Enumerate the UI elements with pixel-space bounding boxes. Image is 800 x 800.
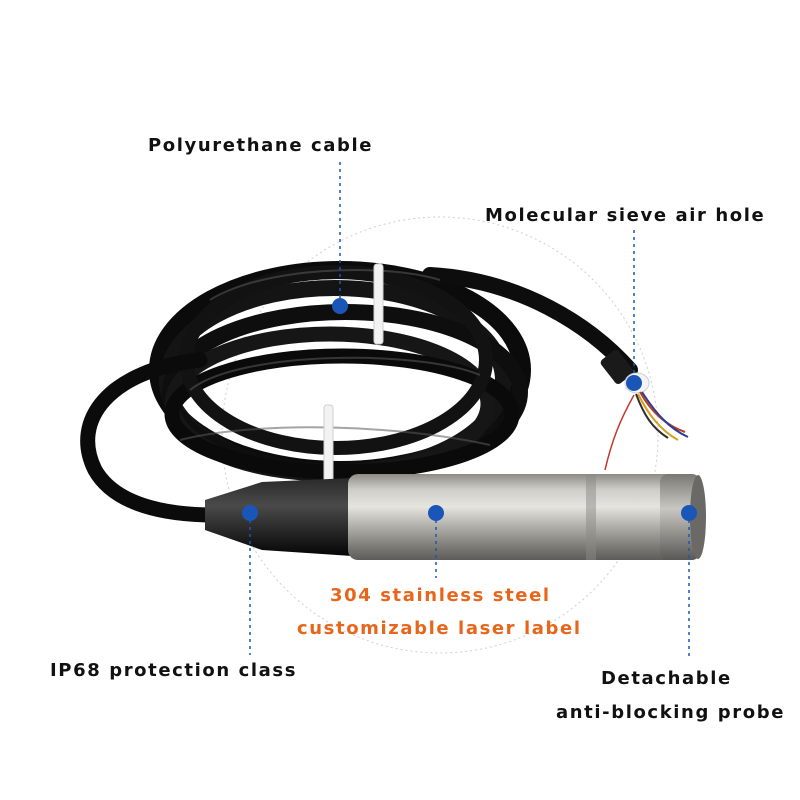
label-anti-blocking-probe: anti-blocking probe (556, 702, 786, 723)
polyurethane-cable-coil (80, 261, 638, 523)
marker-dot-icon (428, 505, 444, 521)
stainless-steel-probe-body (348, 474, 706, 560)
label-stainless-steel-line1: 304 stainless steel (330, 585, 551, 606)
marker-dot-icon (242, 505, 258, 521)
background-ring (221, 216, 659, 654)
cable-tie-lower (323, 404, 334, 486)
cable-wire-end (600, 350, 689, 471)
label-stainless-steel-line2: customizable laser label (297, 618, 582, 639)
leader-lines (249, 162, 690, 660)
label-molecular-sieve-air-hole: Molecular sieve air hole (485, 205, 766, 226)
probe-boot (205, 478, 352, 556)
marker-dot-icon (626, 375, 642, 391)
marker-dot-icon (332, 298, 348, 314)
label-detachable: Detachable (601, 668, 732, 689)
label-ip68-protection-class: IP68 protection class (50, 660, 298, 681)
cable-tie-upper (373, 263, 384, 345)
marker-dot-icon (681, 505, 697, 521)
label-polyurethane-cable: Polyurethane cable (148, 135, 374, 156)
markers (242, 298, 697, 521)
